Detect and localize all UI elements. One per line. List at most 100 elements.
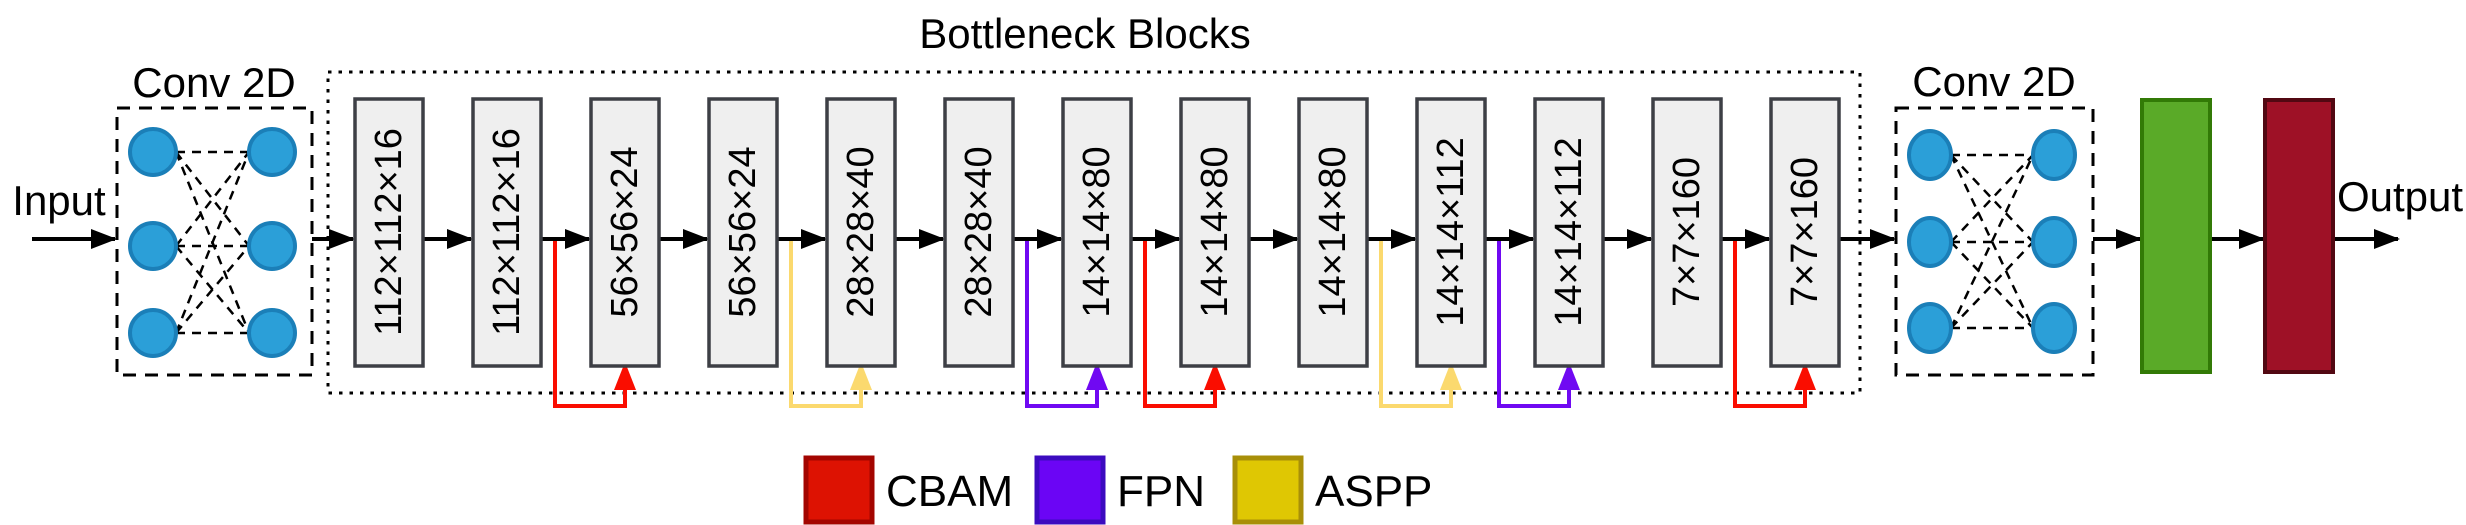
legend-item-cbam: CBAM [803,455,1013,525]
neuron-node [128,127,178,177]
neuron-node [247,127,297,177]
bottleneck-block-rect [943,97,1015,368]
neuron-node [2031,302,2077,354]
bottleneck-block-rect [1533,97,1605,368]
skip-connection-cbam [1143,241,1226,408]
neuron-connection [1950,241,2034,329]
skip-connections [553,241,1816,408]
neuron-node [2031,129,2077,181]
bottleneck-block-label: 28×28×40 [840,146,882,317]
bottleneck-block: 56×56×24 [707,97,779,368]
bottleneck-blocks: 112×112×16 112×112×16 56×56×24 56×56×24 … [353,97,1841,368]
bottleneck-block: 112×112×16 [471,97,543,368]
legend-item-aspp: ASPP [1232,455,1432,525]
bottleneck-block-rect [471,97,543,368]
legend: CBAM FPN ASPP [803,455,1432,525]
skip-connection-arrowhead [614,362,636,390]
neuron-node [128,221,178,271]
bottleneck-block-rect [1651,97,1723,368]
skip-connection-aspp [789,241,872,408]
neuron-node [1907,129,1953,181]
skip-connection-arrowhead [1794,362,1816,390]
skip-connection-fpn [1025,241,1108,408]
conv2d-right-box [1894,106,2095,377]
neuron-connection [1950,154,2034,243]
neuron-connection [175,245,250,334]
bottleneck-block-label: 56×56×24 [604,146,646,317]
bottleneck-block: 7×7×160 [1769,97,1841,368]
skip-connection-line [1733,241,1807,408]
neuron-node [247,221,297,271]
neuron-node [247,308,297,358]
legend-swatch-cbam [803,455,875,525]
neuron-node [2031,216,2077,268]
skip-connection-line [789,241,863,408]
skip-connection-arrowhead [1558,362,1580,390]
skip-connection-line [553,241,627,408]
bottleneck-block-rect [589,97,661,368]
neuron-connection [175,151,250,247]
neuron-node [128,308,178,358]
bottleneck-block: 14×14×112 [1415,97,1487,368]
neuron-node [1907,302,1953,354]
bottleneck-block-rect [1415,97,1487,368]
bottleneck-block-rect [353,97,425,368]
neuron-connection [175,151,250,247]
skip-connection-line [1025,241,1099,408]
skip-connection-fpn [1497,241,1580,408]
green-conv-bar [2140,98,2212,374]
bottleneck-block-rect [1769,97,1841,368]
bottleneck-block-rect [825,97,897,368]
neuron-node [1907,216,1953,268]
bottleneck-block: 14×14×80 [1061,97,1133,368]
bottleneck-block: 112×112×16 [353,97,425,368]
bottleneck-block-label: 7×7×160 [1666,157,1708,307]
skip-connection-cbam [1733,241,1816,408]
bottleneck-block-label: 14×14×80 [1194,146,1236,317]
bottleneck-container-box [326,70,1862,395]
bottleneck-block-label: 14×14×112 [1430,137,1472,327]
bottleneck-block-label: 14×14×80 [1076,146,1118,317]
bottleneck-block-rect [1179,97,1251,368]
input-label: Input [12,177,106,224]
legend-swatch-fpn [1034,455,1106,525]
skip-connection-cbam [553,241,636,408]
bottleneck-title: Bottleneck Blocks [919,10,1251,57]
bottleneck-block-label: 56×56×24 [722,146,764,317]
conv2d-left-label: Conv 2D [132,59,295,106]
bottleneck-block: 14×14×112 [1533,97,1605,368]
bottleneck-block: 7×7×160 [1651,97,1723,368]
bottleneck-block: 28×28×40 [943,97,1015,368]
bottleneck-block-label: 7×7×160 [1784,157,1826,307]
bottleneck-block-label: 14×14×112 [1548,137,1590,327]
bottleneck-block-rect [1297,97,1369,368]
skip-connection-line [1143,241,1217,408]
conv2d-right-neurons [1907,129,2077,354]
bottleneck-block: 28×28×40 [825,97,897,368]
bottleneck-block-label: 112×112×16 [368,128,410,336]
neuron-connection [174,151,251,334]
bottleneck-block: 14×14×80 [1297,97,1369,368]
bottleneck-block: 56×56×24 [589,97,661,368]
skip-connection-arrowhead [1086,362,1108,390]
bottleneck-block: 14×14×80 [1179,97,1251,368]
conv2d-right-label: Conv 2D [1912,58,2075,105]
bottleneck-block-label: 28×28×40 [958,146,1000,317]
conv2d-left-neurons [128,127,297,358]
legend-label-fpn: FPN [1117,467,1205,516]
neuron-connection [1950,241,2034,329]
dark-red-conv-bar [2263,98,2335,374]
bottleneck-block-rect [707,97,779,368]
bottleneck-block-label: 14×14×80 [1312,146,1354,317]
skip-connection-arrowhead [850,362,872,390]
legend-swatch-aspp [1232,455,1304,525]
skip-connection-arrowhead [1440,362,1462,390]
bottleneck-block-rect [1061,97,1133,368]
output-label: Output [2337,173,2463,220]
legend-label-cbam: CBAM [886,467,1013,516]
legend-label-aspp: ASPP [1315,467,1432,516]
skip-connection-line [1497,241,1571,408]
legend-item-fpn: FPN [1034,455,1205,525]
bottleneck-block-label: 112×112×16 [486,128,528,336]
